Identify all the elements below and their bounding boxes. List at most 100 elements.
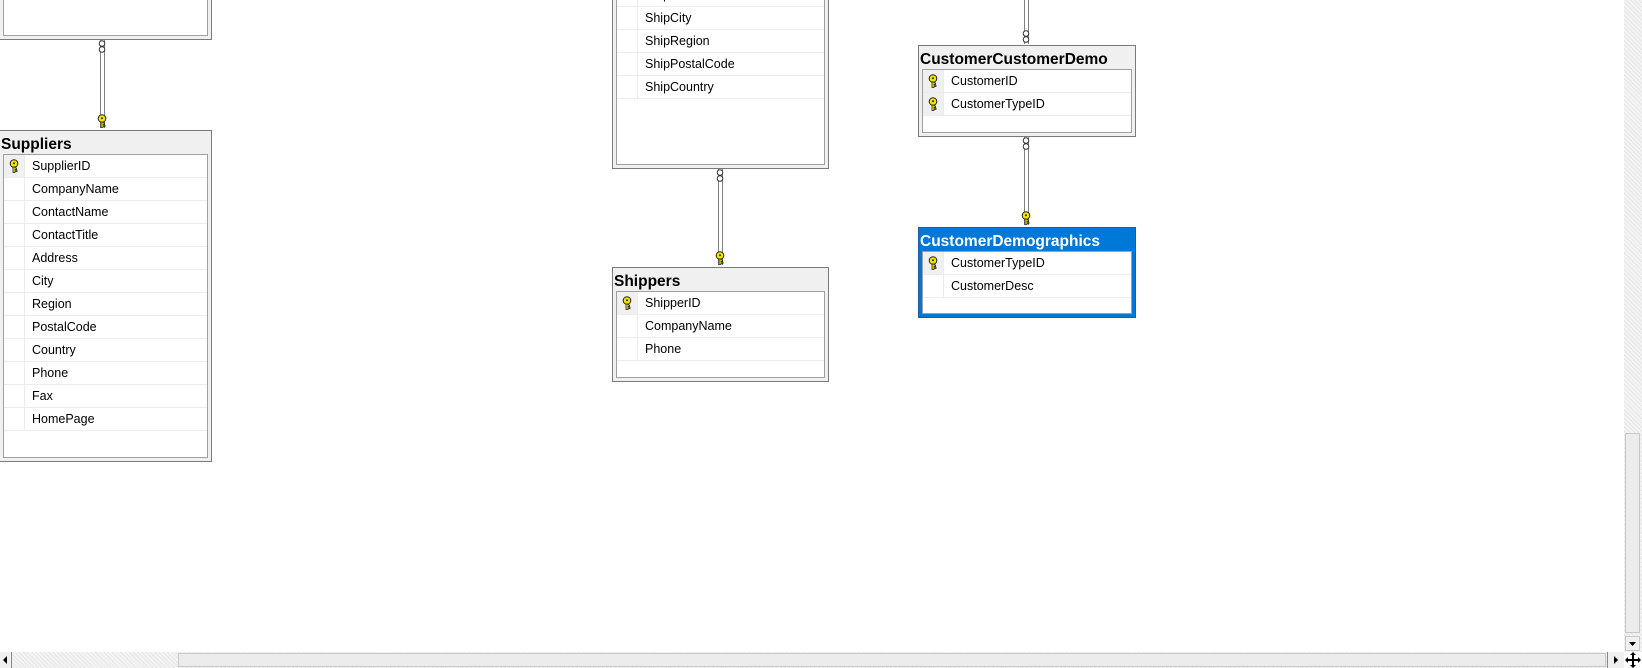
key-cell xyxy=(617,30,638,52)
column-row[interactable]: Country xyxy=(4,339,207,362)
column-row[interactable]: ShipRegion xyxy=(617,30,824,53)
column-grid: CustomerTypeID CustomerDesc xyxy=(922,251,1132,314)
key-cell xyxy=(923,70,944,92)
key-cell xyxy=(4,408,25,430)
column-row[interactable]: CompanyName xyxy=(617,315,824,338)
column-row[interactable]: Fax xyxy=(4,385,207,408)
column-row[interactable]: CustomerTypeID xyxy=(923,252,1131,275)
key-cell xyxy=(4,201,25,223)
key-cell xyxy=(617,0,638,6)
table-title[interactable]: Suppliers xyxy=(1,136,72,153)
column-row[interactable]: Phone xyxy=(617,338,824,361)
column-name: HomePage xyxy=(32,412,95,426)
column-name: Address xyxy=(32,251,78,265)
column-row[interactable]: HomePage xyxy=(4,408,207,431)
column-row[interactable]: ContactTitle xyxy=(4,224,207,247)
column-row[interactable]: ShipperID xyxy=(617,292,824,315)
table-products-partial[interactable]: Discontinued xyxy=(0,0,212,40)
infinity-icon xyxy=(1022,137,1030,151)
table-title[interactable]: Shippers xyxy=(614,273,681,290)
key-cell xyxy=(617,292,638,314)
column-name: Fax xyxy=(32,389,53,403)
column-name: CustomerID xyxy=(951,74,1018,88)
column-row[interactable]: ShipPostalCode xyxy=(617,53,824,76)
column-name: Region xyxy=(32,297,72,311)
key-cell xyxy=(617,53,638,75)
key-cell xyxy=(4,270,25,292)
column-name: ShipPostalCode xyxy=(645,57,735,71)
column-grid: CustomerID CustomerTypeID xyxy=(922,69,1132,133)
key-cell xyxy=(923,252,944,274)
key-cell xyxy=(4,316,25,338)
horizontal-scrollbar-thumb[interactable] xyxy=(178,653,1606,667)
infinity-icon xyxy=(716,169,724,183)
column-name: ShipperID xyxy=(645,296,701,310)
column-row[interactable]: Region xyxy=(4,293,207,316)
key-cell xyxy=(4,339,25,361)
column-name: CustomerDesc xyxy=(951,279,1034,293)
key-icon xyxy=(1020,211,1032,225)
scroll-right-button[interactable] xyxy=(1607,652,1624,668)
relationship-line[interactable] xyxy=(1024,137,1029,225)
column-name: City xyxy=(32,274,54,288)
move-icon xyxy=(1625,652,1641,668)
relationship-line[interactable] xyxy=(718,169,723,265)
column-row[interactable]: CustomerTypeID xyxy=(923,93,1131,116)
relationship-line[interactable] xyxy=(100,40,105,128)
key-cell xyxy=(4,178,25,200)
scroll-left-button[interactable] xyxy=(0,652,12,668)
column-name: CompanyName xyxy=(32,182,119,196)
key-icon xyxy=(96,114,108,128)
column-name: ShipAddress xyxy=(645,0,716,6)
arrow-right-icon xyxy=(1614,656,1618,664)
table-title[interactable]: CustomerCustomerDemo xyxy=(920,51,1108,68)
column-row[interactable]: ShipAddress xyxy=(617,0,824,7)
key-cell xyxy=(617,7,638,29)
scroll-down-button[interactable] xyxy=(1625,636,1640,651)
column-row[interactable]: ContactName xyxy=(4,201,207,224)
column-row[interactable]: City xyxy=(4,270,207,293)
column-row[interactable]: ShipCity xyxy=(617,7,824,30)
column-row[interactable]: CustomerID xyxy=(923,70,1131,93)
column-name: CustomerTypeID xyxy=(951,97,1045,111)
column-name: ShipCity xyxy=(645,11,692,25)
key-cell xyxy=(617,315,638,337)
column-row[interactable]: CustomerDesc xyxy=(923,275,1131,298)
column-name: CustomerTypeID xyxy=(951,256,1045,270)
column-row[interactable]: Address xyxy=(4,247,207,270)
table-title[interactable]: CustomerDemographics xyxy=(920,233,1101,250)
column-row[interactable]: Phone xyxy=(4,362,207,385)
key-cell xyxy=(4,155,25,177)
column-row[interactable]: CompanyName xyxy=(4,178,207,201)
column-name: SupplierID xyxy=(32,159,91,173)
infinity-icon xyxy=(98,40,106,54)
column-name: ShipCountry xyxy=(645,80,714,94)
column-name: Phone xyxy=(645,342,682,356)
scroll-corner-move-button[interactable] xyxy=(1624,652,1642,668)
vertical-scrollbar-thumb[interactable] xyxy=(1625,433,1640,633)
column-row[interactable]: ShipCountry xyxy=(617,76,824,99)
relationship-line[interactable] xyxy=(1024,0,1029,44)
arrow-down-icon xyxy=(1629,642,1636,646)
column-name: ContactTitle xyxy=(32,228,99,242)
column-name: ShipRegion xyxy=(645,34,710,48)
key-cell xyxy=(4,247,25,269)
key-cell xyxy=(923,275,944,297)
table-orders-partial[interactable]: ShipNameShipAddressShipCityShipRegionShi… xyxy=(612,0,829,169)
key-cell xyxy=(617,338,638,360)
column-row[interactable]: PostalCode xyxy=(4,316,207,339)
arrow-left-icon xyxy=(3,656,7,664)
column-row[interactable]: SupplierID xyxy=(4,155,207,178)
column-grid: ShipNameShipAddressShipCityShipRegionShi… xyxy=(616,0,825,165)
key-cell xyxy=(4,385,25,407)
column-name: CompanyName xyxy=(645,319,732,333)
key-cell xyxy=(4,224,25,246)
key-cell xyxy=(4,293,25,315)
column-name: Phone xyxy=(32,366,69,380)
